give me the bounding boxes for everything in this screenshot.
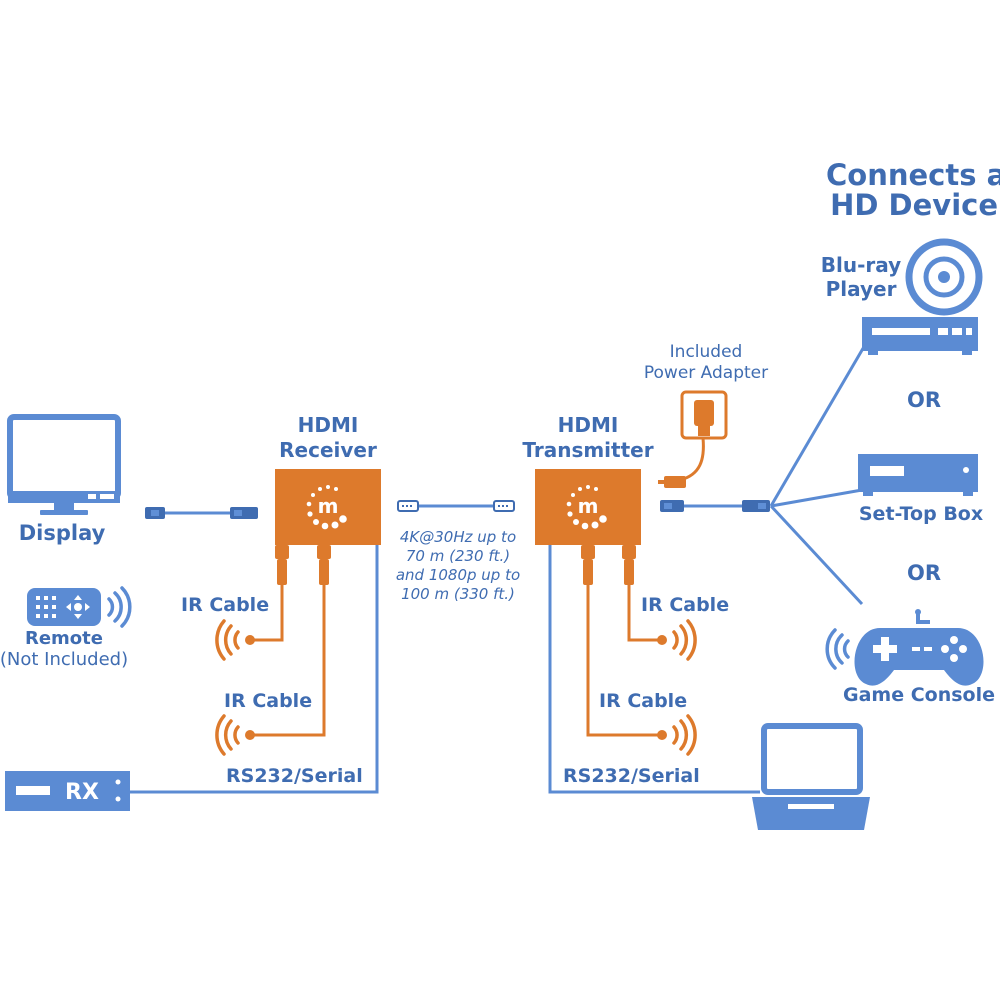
settop-label: Set-Top Box [858, 503, 984, 525]
bluray-label: Blu-ray Player [821, 253, 901, 301]
cat-plug-left [397, 500, 419, 512]
orange-plugs [245, 476, 686, 740]
receiver-box: m [275, 469, 381, 545]
display-label: Display [18, 521, 106, 545]
bluray-label-line1: Blu-ray [820, 253, 902, 277]
cat-plug-right [493, 500, 515, 512]
cable-note-line4: 100 m (330 ft.) [401, 585, 515, 603]
tx-ir-plug-top [622, 545, 636, 559]
heading-line1: Connects a [826, 158, 1000, 192]
transmitter-logo: m [566, 485, 607, 530]
or-label-2: OR [906, 561, 942, 585]
heading: Connects a HD Device [826, 158, 1000, 222]
tx-serial-label: RS232/Serial [563, 765, 700, 787]
ir-waves [215, 619, 697, 756]
rx-serial-line [130, 545, 379, 794]
power-adapter-icon [680, 390, 728, 440]
rx-ir-cable-label-bottom: IR Cable [224, 690, 313, 712]
tx-ir-end-top [657, 635, 667, 645]
tx-ir-wave-bottom [672, 714, 697, 756]
rx-ir-plug-bottom [317, 545, 331, 559]
console-branch-line [769, 504, 864, 606]
receiver-label: HDMI Receiver [279, 413, 377, 463]
transmitter-label-line1: HDMI [557, 413, 619, 437]
tx-ir-end-bottom [657, 730, 667, 740]
laptop-icon [752, 723, 870, 830]
receiver-logo: m [306, 485, 347, 530]
remote-label: Remote (Not Included) [0, 628, 128, 670]
receiver-label-line1: HDMI [297, 413, 359, 437]
power-cord [679, 437, 705, 482]
transmitter-label: HDMI Transmitter [522, 413, 653, 463]
tx-hdmi-plug [660, 500, 684, 512]
rx-ir-end-bottom [245, 730, 255, 740]
rx-ir-end-top [245, 635, 255, 645]
display-hdmi-plug [145, 507, 165, 519]
rx-ir-cable-label-top: IR Cable [181, 594, 270, 616]
receiver-hdmi-plug [230, 507, 258, 519]
cable-length-note: 4K@30Hz up to 70 m (230 ft.) and 1080p u… [383, 528, 533, 604]
heading-line2: HD Device [830, 188, 998, 222]
tx-serial-line [548, 545, 760, 794]
orange-cables [250, 437, 705, 737]
tx-ir-plug-bottom [581, 545, 595, 559]
set-top-box-icon [858, 454, 978, 496]
rx-serial-label: RS232/Serial [226, 765, 363, 787]
rx-label: RX [65, 780, 99, 805]
gamepad-icon [825, 609, 984, 686]
rx-ir-wave-bottom [215, 714, 240, 756]
or-label-1: OR [906, 388, 942, 412]
remote-signal-icon [107, 586, 132, 628]
rx-ir-plug-top [275, 545, 289, 559]
power-adapter-line2: Power Adapter [643, 363, 769, 383]
svg-text:m: m [318, 494, 339, 518]
tx-ir-cable-label-top: IR Cable [641, 594, 730, 616]
rx-box-icon: RX [5, 771, 130, 811]
settop-branch-line [770, 488, 863, 508]
transmitter-label-line2: Transmitter [522, 438, 654, 462]
rx-ir-wave-top [215, 619, 240, 661]
monitor-icon [7, 414, 121, 515]
power-adapter-label: Included Power Adapter [644, 342, 768, 384]
remote-label-main: Remote [24, 628, 103, 649]
remote-icon [27, 586, 132, 628]
bluray-branch-line [769, 344, 867, 507]
blue-cables [130, 344, 867, 794]
cable-note-line1: 4K@30Hz up to [399, 528, 517, 546]
bluray-label-line2: Player [825, 277, 897, 301]
receiver-label-line2: Receiver [279, 438, 377, 462]
power-dc-plug [658, 476, 686, 488]
power-adapter-line1: Included [669, 342, 743, 362]
rx-ir-cable-top [250, 585, 284, 642]
source-hdmi-plug [742, 500, 770, 512]
cable-note-line2: 70 m (230 ft.) [405, 547, 511, 565]
tx-ir-cable-bottom [586, 585, 662, 737]
remote-label-sub: (Not Included) [0, 649, 129, 670]
bluray-player-icon [862, 238, 983, 355]
console-label: Game Console [843, 684, 995, 706]
rx-ir-cable-bottom [250, 585, 326, 737]
tx-ir-wave-top [672, 619, 697, 661]
tx-ir-cable-label-bottom: IR Cable [599, 690, 688, 712]
console-signal-icon [825, 628, 850, 670]
cable-note-line3: and 1080p up to [395, 566, 521, 584]
transmitter-box: m [535, 469, 641, 545]
tx-ir-cable-top [627, 585, 662, 642]
svg-text:m: m [578, 494, 599, 518]
blue-connectors [145, 500, 770, 519]
